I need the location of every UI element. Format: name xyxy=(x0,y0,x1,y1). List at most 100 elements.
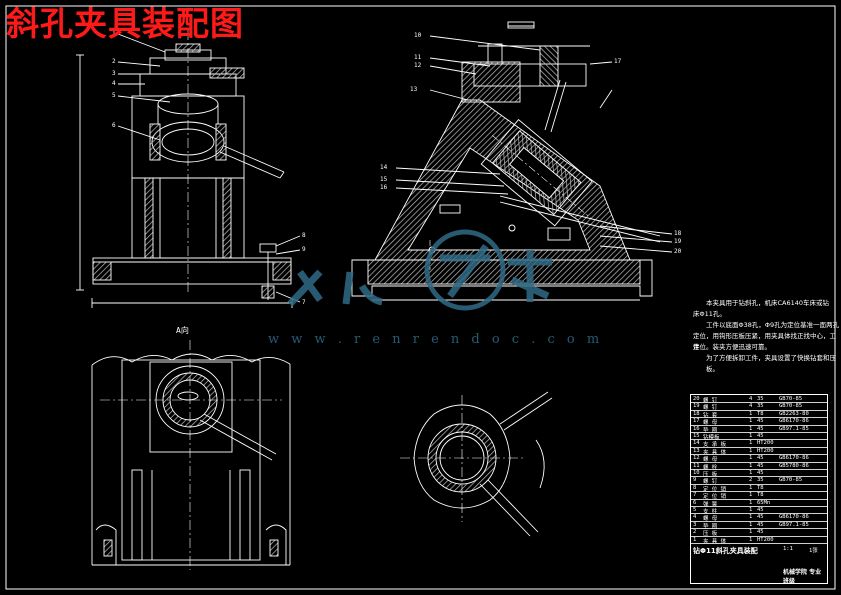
parts-cell-material: 45 xyxy=(757,514,764,521)
parts-cell-qty: 1 xyxy=(749,529,753,536)
parts-cell-no: 18 xyxy=(693,410,700,417)
parts-cell-no: 9 xyxy=(693,477,697,484)
parts-cell-material: T8 xyxy=(757,492,764,499)
parts-cell-no: 3 xyxy=(693,521,697,528)
parts-cell-name: 压 板 xyxy=(703,472,718,478)
parts-cell-std: GB2263-80 xyxy=(779,410,809,417)
note-line: 定位。装夹方便迅速可靠。 xyxy=(693,343,771,351)
callout-label: 1 xyxy=(112,30,116,37)
parts-cell-name: 螺 栓 xyxy=(703,464,718,471)
parts-cell-qty: 1 xyxy=(749,425,753,432)
parts-cell-qty: 2 xyxy=(749,477,753,484)
parts-cell-name: 定 位 销 xyxy=(703,494,727,501)
parts-cell-qty: 1 xyxy=(749,410,753,417)
parts-cell-material: 35 xyxy=(757,396,764,402)
parts-cell-material: T8 xyxy=(757,410,764,417)
parts-cell-name: 钻 套 xyxy=(703,412,718,419)
parts-cell-name: 弹 簧 xyxy=(703,501,718,508)
parts-cell-name: 支 承 板 xyxy=(703,442,727,449)
parts-cell-name: 螺 母 xyxy=(703,420,718,427)
callout-label: 12 xyxy=(414,62,422,69)
parts-cell-name: 支 柱 xyxy=(703,509,718,515)
parts-cell-material: 45 xyxy=(757,455,764,462)
parts-cell-name: 螺 钉 xyxy=(703,479,718,486)
parts-cell-material: 45 xyxy=(757,529,764,536)
note-line: 定位，用钩形压板压紧，用夹具体找正找中心，工件 xyxy=(693,332,836,351)
parts-cell-qty: 1 xyxy=(749,462,753,469)
callout-label: 7 xyxy=(302,299,306,306)
parts-cell-material: HT200 xyxy=(757,447,774,454)
parts-cell-no: 10 xyxy=(693,470,700,476)
front-view-callouts: 1 2 3 4 5 6 8 9 7 xyxy=(112,30,306,306)
callout-label: 6 xyxy=(112,122,116,129)
parts-cell-no: 12 xyxy=(693,455,700,462)
parts-cell-name: 螺 母 xyxy=(703,516,718,523)
parts-cell-std: GB6170-86 xyxy=(779,514,809,521)
parts-cell-qty: 1 xyxy=(749,447,753,454)
sheet-count: 1张 xyxy=(809,548,818,554)
parts-cell-qty: 1 xyxy=(749,418,753,425)
callout-label: 19 xyxy=(674,238,682,245)
detail-view xyxy=(400,391,553,537)
parts-cell-material: 45 xyxy=(757,433,764,439)
parts-cell-qty: 4 xyxy=(749,403,753,410)
callout-label: 16 xyxy=(380,184,388,191)
watermark-logo xyxy=(287,229,552,311)
parts-cell-no: 4 xyxy=(693,514,697,521)
drawing-border xyxy=(5,5,836,590)
parts-cell-material: 65Mn xyxy=(757,499,771,506)
parts-cell-std: GB97.1-85 xyxy=(779,521,809,528)
parts-cell-material: 45 xyxy=(757,418,764,425)
drawing-title: 斜孔夹具装配图 xyxy=(6,4,244,43)
note-line: 本夹具用于钻斜孔，机床CA6140车床或钻 xyxy=(706,299,830,307)
parts-cell-no: 16 xyxy=(693,425,700,432)
parts-cell-no: 6 xyxy=(693,499,697,506)
callout-label: 18 xyxy=(674,230,682,237)
parts-cell-std: GB5780-86 xyxy=(779,462,809,469)
parts-cell-std: GB70-85 xyxy=(779,477,803,484)
parts-row: 2 压 板 1 45 xyxy=(691,528,827,538)
parts-cell-std: GB6170-86 xyxy=(779,455,809,462)
parts-cell-material: 45 xyxy=(757,425,764,432)
parts-cell-no: 11 xyxy=(693,462,700,469)
school-name: 机械学院 专业班级 xyxy=(783,569,822,585)
parts-cell-qty: 1 xyxy=(749,484,753,491)
callout-label: 5 xyxy=(112,92,116,99)
parts-cell-qty: 1 xyxy=(749,521,753,528)
parts-cell-material: 45 xyxy=(757,507,764,513)
parts-cell-name: 压 板 xyxy=(703,531,718,538)
parts-cell-name: 钻模板 xyxy=(703,435,720,441)
parts-cell-qty: 1 xyxy=(749,499,753,506)
parts-cell-name: 垫 圈 xyxy=(703,427,718,434)
parts-cell-material: 35 xyxy=(757,477,764,484)
parts-cell-std: GB97.1-85 xyxy=(779,425,809,432)
parts-cell-qty: 1 xyxy=(749,492,753,499)
note-line: 为了方便拆卸工件，夹具设置了快换钻套和压板。 xyxy=(706,354,836,373)
callout-label: 4 xyxy=(112,80,116,87)
parts-cell-std: GB70-85 xyxy=(779,396,803,402)
parts-cell-no: 7 xyxy=(693,492,697,499)
parts-cell-material: 35 xyxy=(757,403,764,410)
parts-cell-qty: 1 xyxy=(749,507,753,513)
callout-label: 20 xyxy=(674,248,682,255)
drawing-scale: 1:1 xyxy=(783,546,793,552)
top-view-a xyxy=(91,340,291,570)
callout-label: 9 xyxy=(302,246,306,253)
parts-cell-no: 13 xyxy=(693,447,700,454)
parts-cell-qty: 1 xyxy=(749,536,753,543)
parts-cell-material: 45 xyxy=(757,521,764,528)
parts-cell-no: 2 xyxy=(693,529,697,536)
